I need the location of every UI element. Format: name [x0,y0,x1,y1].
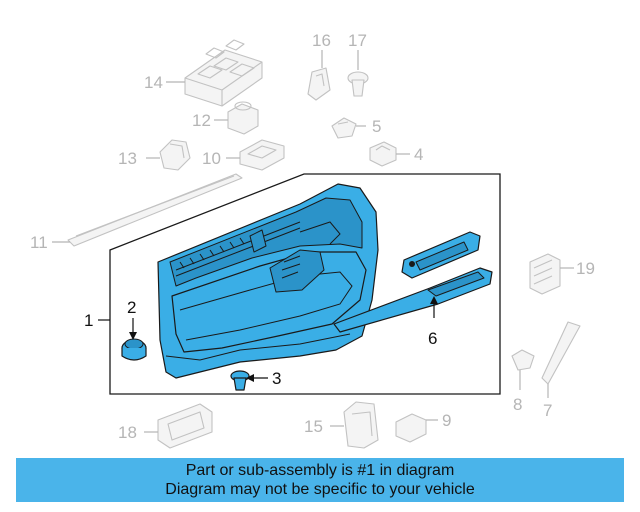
callout-11: 11 [30,233,48,252]
callout-16: 16 [312,31,331,50]
callout-13: 13 [118,149,137,168]
callout-18: 18 [118,423,137,442]
part-7-trim-strip [541,321,581,385]
callout-8: 8 [513,395,522,414]
part-15-switch [343,401,379,449]
callout-1: 1 [84,311,93,330]
part-4-clip [369,141,397,167]
callout-10: 10 [202,149,221,168]
part-8-clip [511,349,535,371]
callout-7: 7 [543,401,552,420]
callout-15: 15 [304,417,323,436]
callout-5: 5 [372,117,381,136]
part-13-switch [159,139,191,171]
door-trim-panel [157,183,379,379]
callout-19: 19 [576,259,595,278]
part-18-handle-bezel [157,403,213,449]
callout-9: 9 [442,411,451,430]
part-10-switch-bezel [239,139,285,171]
part-3-clip [230,370,250,391]
part-12-switch [227,101,259,135]
callout-17: 17 [348,31,367,50]
info-banner: Part or sub-assembly is #1 in diagram Di… [16,458,624,502]
callout-14: 14 [144,73,163,92]
part-16-clip [307,67,331,101]
inner-handle [401,231,481,279]
part-17-push-clip [347,71,369,97]
callout-12: 12 [192,111,211,130]
part-14-window-switch [184,39,263,107]
banner-line-1: Part or sub-assembly is #1 in diagram [185,462,455,479]
assembly-box [109,173,501,395]
part-11-weatherstrip [67,173,243,247]
part-6-armrest-trim [333,267,493,333]
banner-line-2: Diagram may not be specific to your vehi… [165,481,475,498]
part-9-switch [395,413,427,443]
callout-3: 3 [272,369,281,388]
callout-4: 4 [414,145,423,164]
callout-6: 6 [428,329,437,348]
part-2-clip [121,338,147,361]
callout-2: 2 [127,298,136,317]
part-5-clip [331,117,357,139]
part-19-module [529,253,561,295]
